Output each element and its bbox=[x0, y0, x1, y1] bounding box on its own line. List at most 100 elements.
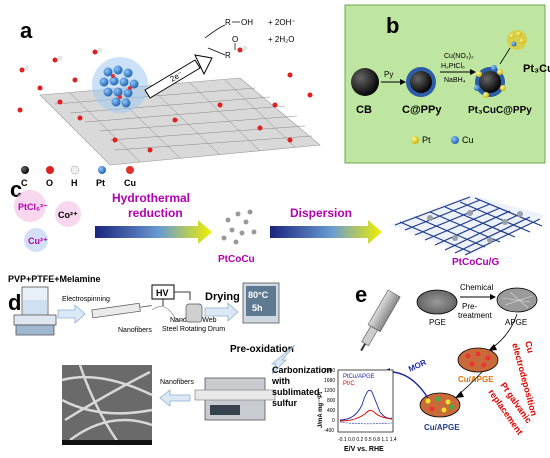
panel-c: c PtCl₆²⁻ Co²⁺ Cu²⁺ Hydrothermal reducti… bbox=[10, 177, 545, 268]
oxygen-atoms bbox=[57, 99, 293, 153]
legend-h-label: H bbox=[71, 178, 78, 188]
panel-a-legend: C O H Pt Cu bbox=[21, 165, 136, 188]
cv-yticks: 2000 1680 1200 800 400 0 -400 bbox=[324, 368, 336, 434]
beaker-solution bbox=[23, 300, 47, 314]
arrow-to-furnace bbox=[270, 344, 296, 375]
ptcu-nanoparticle bbox=[99, 65, 139, 108]
panel-a-letter: a bbox=[20, 18, 33, 43]
legend-cu-blue-label: Cu bbox=[462, 135, 474, 145]
syringe bbox=[91, 302, 152, 319]
drum-label: Steel Rotating Drum bbox=[162, 326, 225, 333]
ptcu-apge-dish bbox=[419, 392, 461, 418]
cv-plot-frame bbox=[337, 369, 394, 433]
legend-cu-swatch bbox=[126, 166, 134, 174]
ptcocu-particles bbox=[221, 209, 257, 245]
cv-ytick-2: 1200 bbox=[324, 388, 335, 394]
precursor-label: PVP+PTFE+Melamine bbox=[8, 274, 101, 284]
oven-window bbox=[246, 286, 276, 316]
arrow-to-electrospinning bbox=[57, 304, 86, 324]
hv-label: HV bbox=[156, 288, 169, 298]
legend-pt-gold-label: Pt bbox=[422, 135, 431, 145]
carb-line2: with bbox=[271, 376, 290, 386]
zoom-line bbox=[499, 47, 511, 65]
panel-b: b CB Py C@PPy Cu(NO₃)₂ H₂PtCl₆ NaBH₄ Pt₃… bbox=[344, 4, 550, 164]
reaction-R2: R bbox=[225, 51, 231, 60]
drying-label: Drying bbox=[205, 291, 240, 303]
c-ppy-label: C@PPy bbox=[402, 104, 442, 116]
arrow-to-oven bbox=[204, 302, 239, 322]
carb-line1: Carbonization bbox=[272, 365, 332, 375]
co-ion-label: Co²⁺ bbox=[58, 210, 78, 220]
cv-ytick-3: 800 bbox=[327, 398, 336, 404]
apge-label: APGE bbox=[505, 318, 527, 327]
dispersion-arrow bbox=[270, 220, 382, 244]
panel-a: a bbox=[17, 18, 321, 188]
cu-ion-cloud bbox=[24, 228, 48, 252]
apge-texture bbox=[501, 291, 533, 309]
furnace-panel bbox=[210, 405, 240, 415]
step1-line1: Hydrothermal bbox=[112, 191, 190, 205]
pge-label: PGE bbox=[429, 318, 446, 327]
cv-ytick-4: 400 bbox=[327, 408, 336, 414]
ptcl-ion-cloud bbox=[14, 190, 46, 222]
legend-h-swatch bbox=[70, 165, 80, 175]
hydrothermal-arrow bbox=[95, 220, 212, 244]
cv-xticks: -0.1 0.0 0.2 0.5 0.8 1.1 1.4 bbox=[338, 437, 397, 443]
nanoparticle-halo bbox=[92, 57, 148, 113]
cv-xlabel: E/V vs. RHE bbox=[344, 446, 384, 453]
c-ppy-core bbox=[410, 71, 432, 93]
cv-legend-1: PtCu/APGE bbox=[343, 374, 375, 380]
furnace-tube bbox=[194, 389, 276, 401]
panel-e: e PGE Chemical Pre- treatment APGE Cu el… bbox=[317, 282, 539, 453]
cu-ion-label: Cu²⁺ bbox=[28, 236, 48, 246]
nanofibers-label-2: Nanofibers bbox=[160, 379, 194, 386]
arrow-cu-deposit bbox=[491, 313, 518, 349]
graphene-network bbox=[390, 195, 545, 256]
stirrer-base bbox=[15, 324, 55, 336]
py-label: Py bbox=[384, 70, 393, 79]
legend-pt-gold-swatch bbox=[411, 136, 419, 144]
pge-dish bbox=[416, 289, 458, 315]
cv-curve-ptc bbox=[339, 409, 393, 422]
cu-deposits bbox=[465, 351, 491, 368]
legend-c-swatch bbox=[21, 166, 29, 174]
reaction-R1: R bbox=[225, 18, 231, 27]
reagent-cu-nitrate: Cu(NO₃)₂ bbox=[444, 53, 474, 60]
cv-legend-2: Pt/C bbox=[343, 381, 355, 387]
legend-cu-label: Cu bbox=[124, 178, 136, 188]
panel-d: PVP+PTFE+Melamine d Electrospinning HV N… bbox=[8, 274, 332, 446]
legend-c-label: C bbox=[21, 178, 28, 188]
reagent-h2ptcl6: H₂PtCl₆ bbox=[441, 63, 465, 70]
graphene-nanoparticles bbox=[427, 210, 523, 243]
legend-pt-swatch bbox=[98, 166, 106, 174]
cu-apge-label-1: Cu/APGE bbox=[458, 375, 494, 384]
electron-transfer-arrow bbox=[144, 54, 213, 99]
reaction-bottom-right: + 2H₂O bbox=[268, 35, 294, 44]
carb-line4: sulfur bbox=[272, 398, 297, 408]
co-ion-cloud bbox=[55, 201, 81, 227]
panel-b-letter: b bbox=[386, 13, 399, 38]
preoxidation-label: Pre-oxidation bbox=[230, 344, 294, 355]
graphene-lattice bbox=[54, 79, 313, 163]
cv-ylabel: J/mA mg⁻¹Pt bbox=[317, 392, 324, 428]
cv-ytick-5: 0 bbox=[332, 418, 335, 424]
cv-curve-return bbox=[339, 421, 393, 425]
cv-curve-ptcu bbox=[339, 389, 393, 421]
cv-ytick-0: 2000 bbox=[324, 368, 335, 374]
ptcl-ion-label: PtCl₆²⁻ bbox=[18, 202, 48, 212]
reaction-top-right: + 2OH⁻ bbox=[268, 18, 296, 27]
cv-ytick-6: -400 bbox=[324, 428, 334, 434]
reagent-nabh4: NaBH₄ bbox=[444, 77, 466, 84]
pt3cu-label: Pt₃Cu bbox=[523, 63, 550, 75]
panel-d-letter: d bbox=[8, 290, 21, 315]
legend-cu-blue-swatch bbox=[451, 136, 459, 144]
legend-o-swatch bbox=[46, 166, 54, 174]
legend-o-label: O bbox=[46, 178, 53, 188]
reaction-oh: OH bbox=[241, 18, 253, 27]
oven-temp: 80°C bbox=[248, 290, 269, 300]
cb-label: CB bbox=[356, 104, 372, 116]
step2-label: Dispersion bbox=[290, 206, 352, 220]
sem-fibers bbox=[61, 364, 153, 446]
graphene-sheet bbox=[39, 77, 321, 166]
